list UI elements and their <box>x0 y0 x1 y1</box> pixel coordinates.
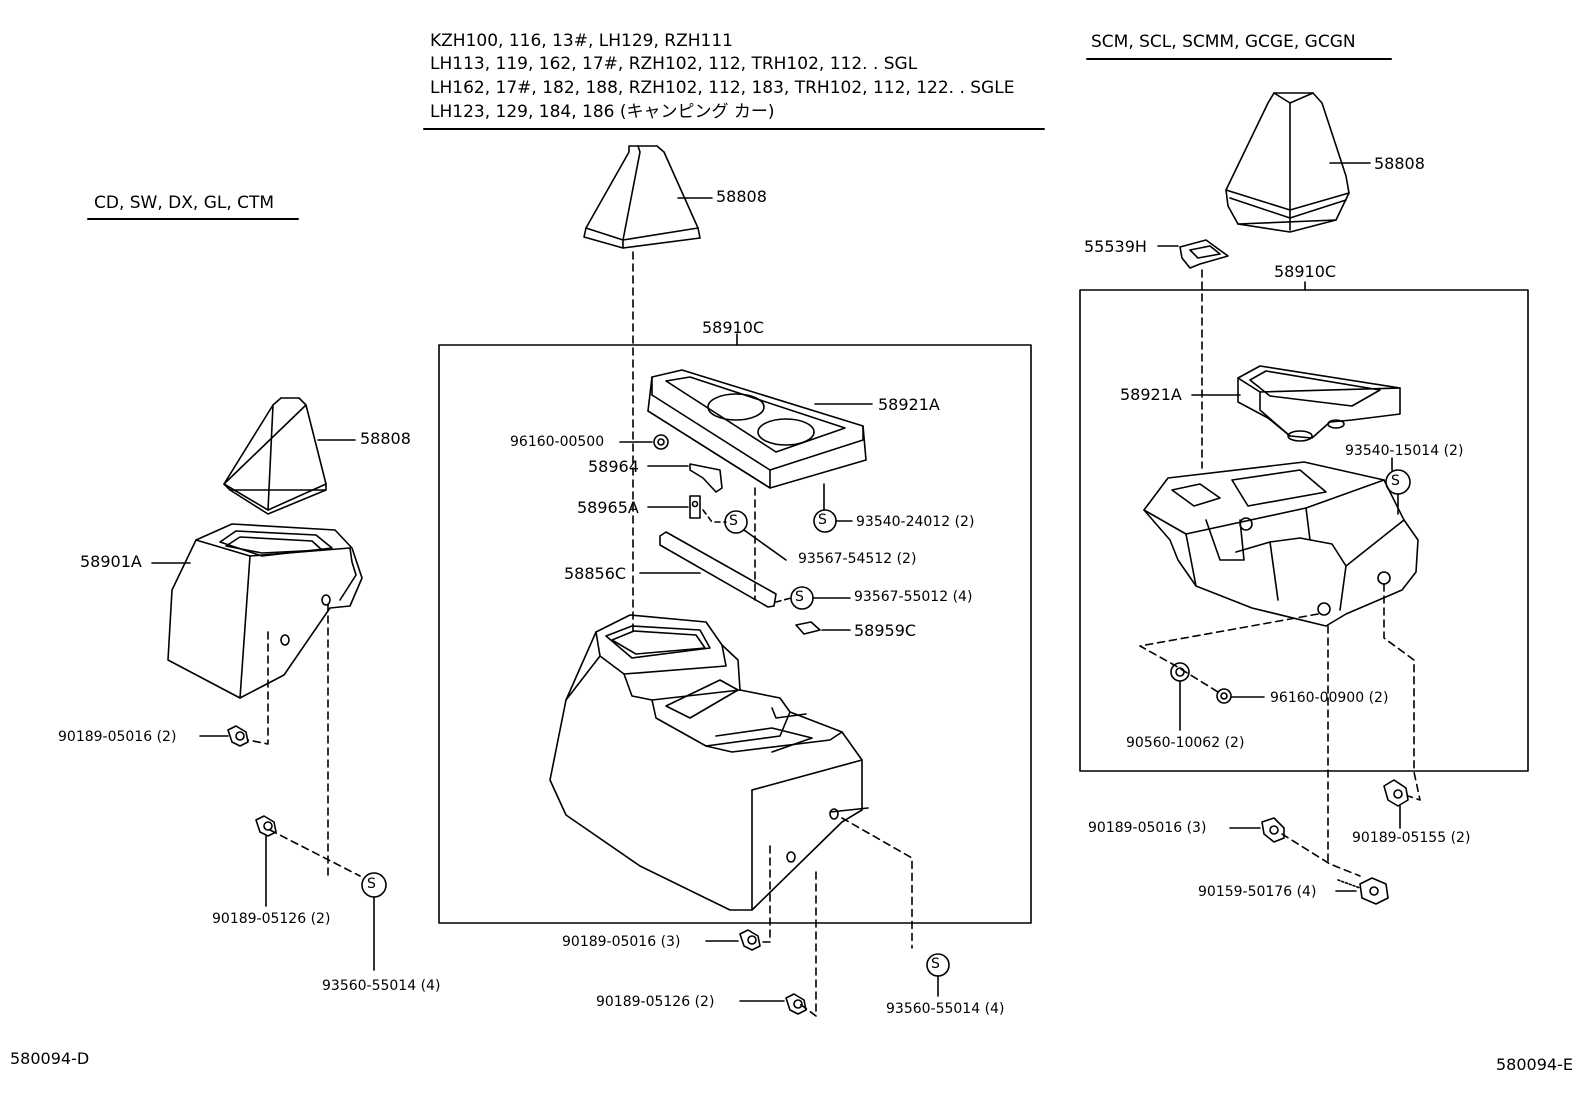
center-assembly-frame <box>438 344 1032 924</box>
center-s-nut2-part-number: 93567-54512 (2) <box>798 551 917 567</box>
left-screw-a-part-number: 90189-05016 (2) <box>58 729 177 745</box>
center-models-line-3: LH162, 17#, 182, 188, RZH102, 112, 183, … <box>430 78 1015 98</box>
center-s-nut3-part-number: 93567-55012 (4) <box>854 589 973 605</box>
center-shift-boot <box>583 145 701 249</box>
left-boot-part-number: 58808 <box>360 429 411 448</box>
center-bracket <box>689 463 723 493</box>
right-assembly-part-number: 58910C <box>1274 262 1337 281</box>
right-screw-b-part-number: 90189-05155 (2) <box>1352 830 1471 846</box>
center-bracket-part-number: 58964 <box>588 457 639 476</box>
center-s-symbol-2 <box>724 510 748 534</box>
center-plate-part-number: 58856C <box>564 564 627 583</box>
right-shift-boot <box>1225 92 1350 233</box>
left-screw-a <box>227 725 249 747</box>
right-console <box>1143 461 1419 627</box>
right-clip <box>1216 688 1232 704</box>
center-console <box>549 614 869 911</box>
right-screw-b <box>1383 779 1409 807</box>
center-clip2 <box>689 495 701 519</box>
center-screw-b <box>785 993 807 1015</box>
right-screw-c <box>1337 877 1389 905</box>
left-console-hole2 <box>280 634 290 646</box>
right-boot-part-number: 58808 <box>1374 154 1425 173</box>
center-plate <box>659 531 777 608</box>
left-screw-b-part-number: 90189-05126 (2) <box>212 911 331 927</box>
center-models-line-4: LH123, 129, 184, 186 (キャンピング カー) <box>430 102 775 122</box>
center-pad <box>795 621 821 635</box>
right-s-nut-part-number: 93540-15014 (2) <box>1345 443 1464 459</box>
left-figure-code: 580094-D <box>10 1049 90 1068</box>
left-screw-b <box>255 815 277 837</box>
right-nut-part-number: 90560-10062 (2) <box>1126 735 1245 751</box>
right-clip-part-number: 96160-00900 (2) <box>1270 690 1389 706</box>
right-console-hole1 <box>1239 517 1253 531</box>
right-screw-c-part-number: 90159-50176 (4) <box>1198 884 1317 900</box>
left-console <box>167 523 363 699</box>
center-boot-part-number: 58808 <box>716 187 767 206</box>
left-console-hole1 <box>321 594 331 606</box>
right-console-hole3 <box>1377 571 1391 585</box>
right-tray-part-number: 58921A <box>1120 385 1182 404</box>
right-cover <box>1179 239 1229 269</box>
left-s-nut-part-number: 93560-55014 (4) <box>322 978 441 994</box>
center-console-hole1 <box>829 808 839 820</box>
center-tray-part-number: 58921A <box>878 395 940 414</box>
center-pad-part-number: 58959C <box>854 621 917 640</box>
left-models-label: CD, SW, DX, GL, CTM <box>94 193 275 213</box>
right-cover-part-number: 55539H <box>1084 237 1147 256</box>
center-tray <box>647 369 867 489</box>
center-screw-a <box>739 929 761 951</box>
center-screw-a-part-number: 90189-05016 (3) <box>562 934 681 950</box>
right-tray <box>1237 365 1401 442</box>
right-console-hole2 <box>1317 602 1331 616</box>
center-s-nut4-part-number: 93560-55014 (4) <box>886 1001 1005 1017</box>
center-assembly-part-number: 58910C <box>702 318 765 337</box>
right-s-letter: S <box>1391 473 1400 489</box>
center-clip-part-number: 96160-00500 <box>510 434 605 450</box>
center-s-nut1-part-number: 93540-24012 (2) <box>856 514 975 530</box>
center-screw-b-part-number: 90189-05126 (2) <box>596 994 715 1010</box>
right-figure-code: 580094-E <box>1496 1055 1573 1074</box>
right-assembly-frame <box>1079 289 1529 772</box>
center-s-letter-4: S <box>931 956 940 972</box>
center-clip2-part-number: 58965A <box>577 498 639 517</box>
center-s-letter-1: S <box>818 512 827 528</box>
center-clip <box>653 434 669 450</box>
center-console-hole2 <box>786 851 796 863</box>
right-models-label: SCM, SCL, SCMM, GCGE, GCGN <box>1091 32 1356 52</box>
left-shift-boot <box>223 397 327 515</box>
left-s-letter: S <box>367 876 376 892</box>
left-console-part-number: 58901A <box>80 552 142 571</box>
center-models-line-2: LH113, 119, 162, 17#, RZH102, 112, TRH10… <box>430 54 918 74</box>
center-s-letter-3: S <box>795 589 804 605</box>
right-screw-a <box>1261 817 1285 843</box>
center-models-line-1: KZH100, 116, 13#, LH129, RZH111 <box>430 31 733 51</box>
center-s-letter-2: S <box>729 513 738 529</box>
right-screw-a-part-number: 90189-05016 (3) <box>1088 820 1207 836</box>
